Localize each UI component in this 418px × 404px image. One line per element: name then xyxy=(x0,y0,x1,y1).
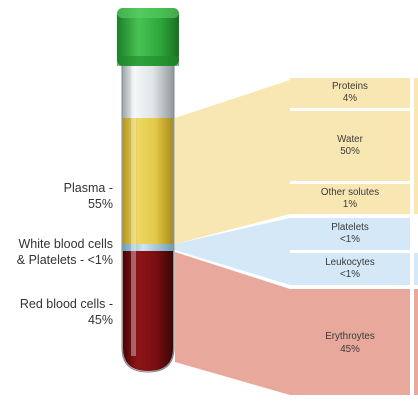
component-pct: 45% xyxy=(340,343,360,355)
red-cells-label-pct: 45% xyxy=(87,313,113,327)
white-cells-wedge xyxy=(175,218,290,285)
red-cells-label: Red blood cells - 45% xyxy=(20,296,113,328)
component-box-water: Water 50% xyxy=(290,111,410,181)
component-pct: 1% xyxy=(342,199,358,210)
white-cells-label: White blood cells & Platelets - <1% xyxy=(17,236,113,268)
component-name: Erythroytes xyxy=(325,331,375,342)
red-cells-layer xyxy=(123,251,173,371)
white-cells-label-line2: & Platelets - <1% xyxy=(16,253,113,267)
buffy-coat-layer xyxy=(123,244,173,251)
plasma-edge xyxy=(414,78,418,214)
red-cells-label-name: Red blood cells - xyxy=(19,297,113,311)
plasma-label-pct: 55% xyxy=(87,197,113,211)
component-box-other-solutes: Other solutes 1% xyxy=(290,184,410,214)
component-name: Platelets xyxy=(331,221,369,233)
component-box-leukocytes: Leukocytes <1% xyxy=(290,253,410,285)
plasma-wedge xyxy=(175,80,290,244)
red-cells-wedge xyxy=(175,252,290,395)
component-name: Water xyxy=(337,133,363,145)
component-name: Leukocytes xyxy=(325,256,375,268)
component-name: Other solutes xyxy=(320,186,380,198)
component-pct: <1% xyxy=(340,269,360,280)
plasma-label-name: Plasma - xyxy=(63,181,113,195)
component-pct: 4% xyxy=(342,93,358,104)
tube-cap xyxy=(117,8,179,66)
white-cells-label-line1: White blood cells xyxy=(18,237,114,251)
component-box-erythrocytes: Erythroytes 45% xyxy=(290,289,410,395)
component-box-platelets: Platelets <1% xyxy=(290,218,410,250)
plasma-layer xyxy=(123,118,173,244)
component-pct: 50% xyxy=(340,146,360,157)
white-cells-edge xyxy=(414,253,418,285)
plasma-label: Plasma - 55% xyxy=(64,180,113,212)
component-pct: <1% xyxy=(340,234,360,245)
red-cells-edge xyxy=(414,289,418,395)
component-name: Proteins xyxy=(332,80,368,92)
component-box-proteins: Proteins 4% xyxy=(290,78,410,108)
